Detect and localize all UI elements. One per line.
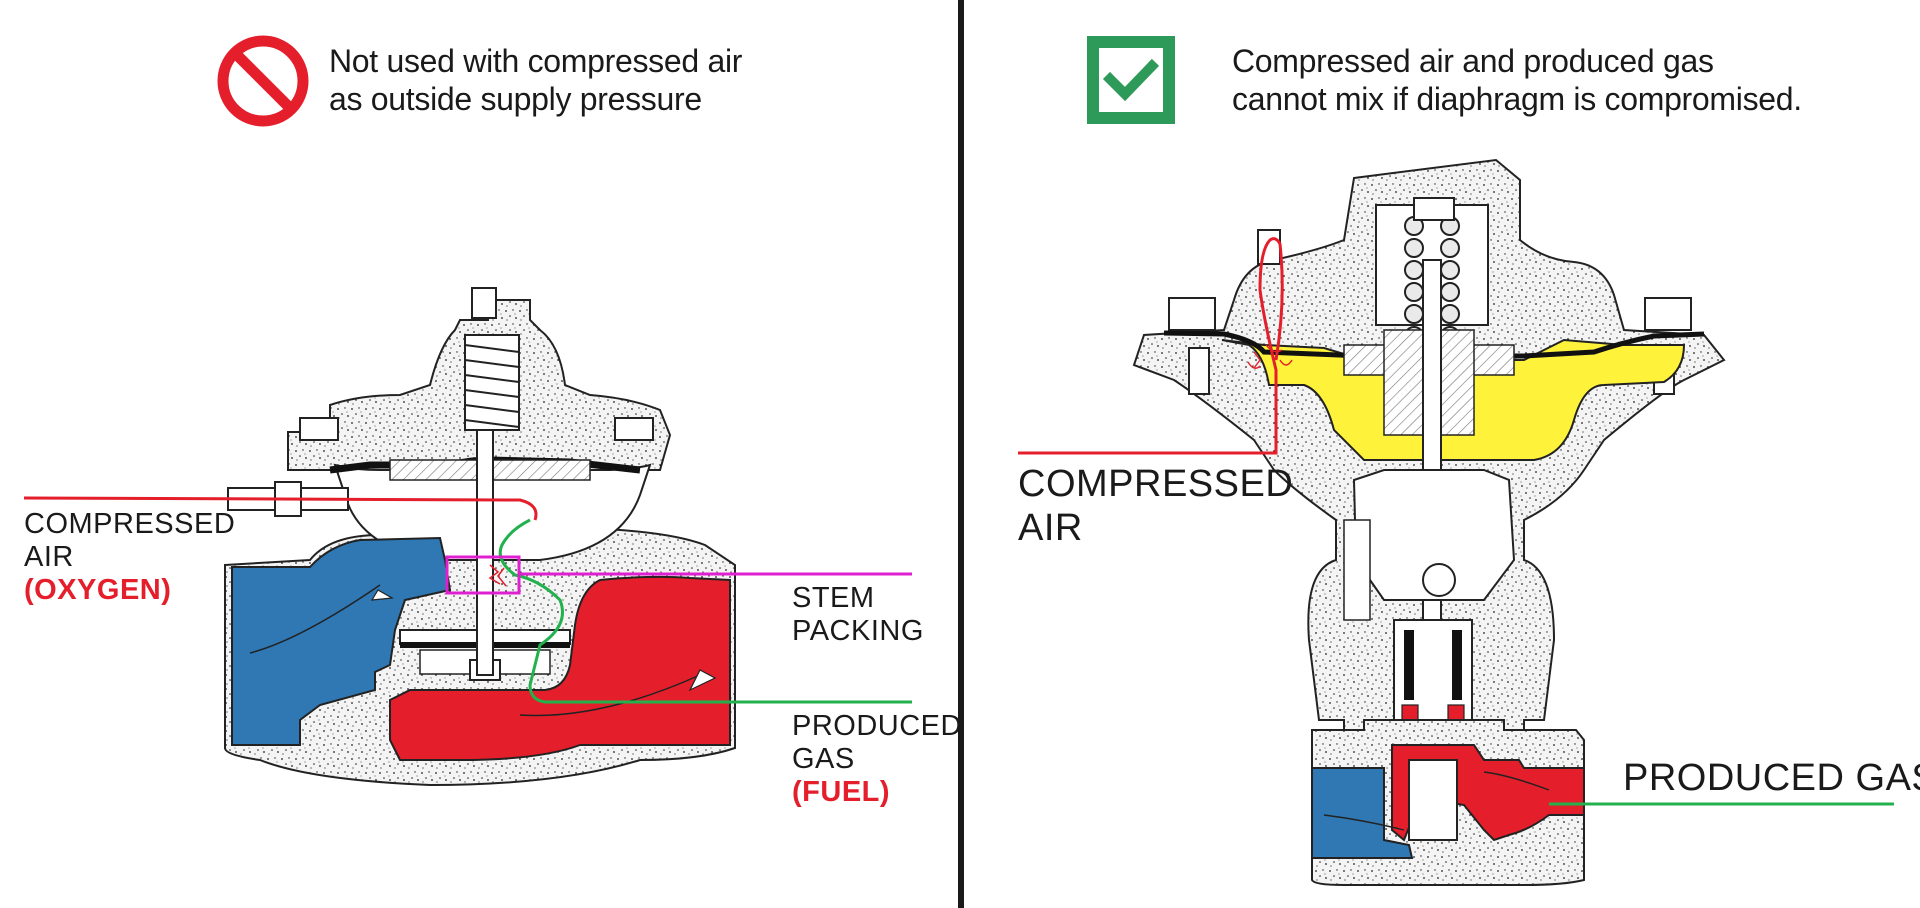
right-header-line2: cannot mix if diaphragm is compromised. <box>1232 81 1802 117</box>
left-panel: Not used with compressed air as outside … <box>0 0 958 908</box>
left-valve-diagram <box>23 287 912 787</box>
left-produced-gas-label: PRODUCED GAS (FUEL) <box>792 710 958 809</box>
right-compressed-air-line <box>1018 237 1284 455</box>
right-panel: Compressed air and produced gas cannot m… <box>964 0 1920 908</box>
left-compressed-air-label: COMPRESSED AIR (OXYGEN) <box>24 508 235 607</box>
left-red-chamber <box>389 575 731 761</box>
right-compressed-air-label-line2: AIR <box>1018 507 1083 549</box>
left-produced-gas-label-line1: PRODUCED <box>792 710 958 742</box>
left-compressed-air-label-line2: AIR <box>24 541 74 573</box>
left-leak-spark <box>488 564 507 587</box>
right-blue-chamber <box>1311 767 1414 859</box>
left-header-line2: as outside supply pressure <box>329 81 702 117</box>
right-header: Compressed air and produced gas cannot m… <box>1232 42 1802 118</box>
right-compressed-air-label-line1: COMPRESSED <box>1018 463 1294 505</box>
left-oxygen-label: (OXYGEN) <box>24 574 172 606</box>
left-stem-packing-label-line1: STEM <box>792 582 875 614</box>
left-header: Not used with compressed air as outside … <box>329 42 742 118</box>
right-valve-diagram <box>1018 158 1894 886</box>
left-fuel-label: (FUEL) <box>792 776 891 808</box>
right-produced-gas-label: PRODUCED GAS <box>1623 756 1920 800</box>
right-produced-gas-label-text: PRODUCED GAS <box>1623 757 1920 799</box>
left-spring <box>464 334 520 431</box>
left-valve-body <box>230 390 340 560</box>
left-stem-packing-label-line2: PACKING <box>792 615 924 647</box>
panel-divider <box>958 0 964 908</box>
left-compressed-air-line <box>23 496 538 521</box>
left-stem-packing-label: STEM PACKING <box>792 582 924 648</box>
prohibited-icon <box>217 35 309 127</box>
left-valve-stem <box>476 429 494 676</box>
checkmark-icon <box>1087 36 1175 124</box>
right-header-line1: Compressed air and produced gas <box>1232 43 1714 79</box>
left-header-line1: Not used with compressed air <box>329 43 743 79</box>
right-leak-spark <box>1247 344 1293 369</box>
left-produced-gas-line <box>498 518 912 704</box>
left-produced-gas-label-line2: GAS <box>792 743 855 775</box>
left-blue-chamber <box>231 536 452 746</box>
right-compressed-air-label: COMPRESSED AIR <box>1018 462 1293 550</box>
left-compressed-air-label-line1: COMPRESSED <box>24 508 236 540</box>
